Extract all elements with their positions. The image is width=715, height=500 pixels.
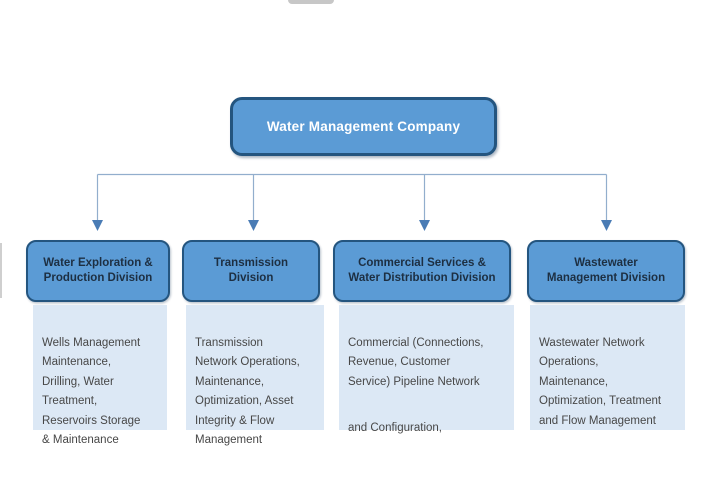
division-description-commercial-services: Commercial (Connections, Revenue, Custom… [339, 305, 514, 434]
arrow-down-icon [601, 220, 612, 231]
description-text: Wastewater Network Operations, Maintenan… [539, 336, 662, 427]
division-node-label: Commercial Services & Water Distribution… [348, 256, 496, 285]
division-description-transmission: Transmission Network Operations, Mainten… [186, 305, 324, 446]
division-node-label: Water Exploration & Production Division [43, 256, 153, 285]
description-text: Transmission Network Operations, Mainten… [195, 336, 300, 447]
division-description-water-exploration: Wells Management Maintenance, Drilling, … [33, 305, 167, 446]
division-node-transmission: Transmission Division [182, 240, 320, 302]
division-node-water-exploration: Water Exploration & Production Division [26, 240, 170, 302]
arrow-down-icon [92, 220, 103, 231]
description-text: Commercial (Connections, Revenue, Custom… [348, 336, 484, 388]
root-node-label: Water Management Company [266, 119, 461, 134]
cropped-element-left [0, 243, 2, 298]
division-description-wastewater: Wastewater Network Operations, Maintenan… [530, 305, 685, 430]
arrow-down-icon [419, 220, 430, 231]
cropped-element-top [288, 0, 334, 4]
division-node-label: Transmission Division [213, 256, 289, 285]
description-text: Wells Management Maintenance, Drilling, … [42, 336, 141, 447]
root-node: Water Management Company [230, 97, 497, 156]
division-node-label: Wastewater Management Division [546, 256, 666, 285]
arrow-down-icon [248, 220, 259, 231]
description-text-continued: and Configuration, [348, 421, 442, 434]
division-node-wastewater: Wastewater Management Division [527, 240, 685, 302]
division-node-commercial-services: Commercial Services & Water Distribution… [333, 240, 511, 302]
